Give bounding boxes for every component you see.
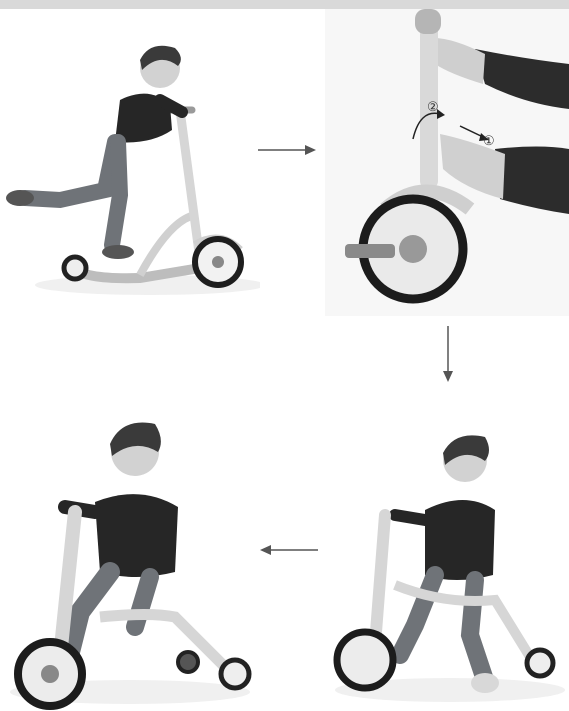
arrow-left-icon [258, 543, 318, 557]
marker-two: ② [427, 99, 439, 114]
rear-wheel-right [221, 660, 249, 688]
handlebar-stem [180, 110, 200, 260]
rear-wheel-left [178, 652, 198, 672]
scooter-photo [0, 30, 260, 300]
scooter-deck [70, 265, 200, 278]
front-wheel [337, 632, 393, 688]
marker-one: ① [483, 133, 495, 148]
balance-bike-photo [325, 425, 569, 711]
arrow-right-icon [258, 143, 318, 157]
adjust-photo: ② ① [325, 9, 569, 316]
pedal [345, 244, 395, 258]
rear-wheel [64, 257, 86, 279]
tricycle-photo [0, 412, 260, 711]
top-bar [0, 0, 569, 9]
rear-wheel [527, 650, 553, 676]
arrow-down-icon [441, 326, 455, 384]
